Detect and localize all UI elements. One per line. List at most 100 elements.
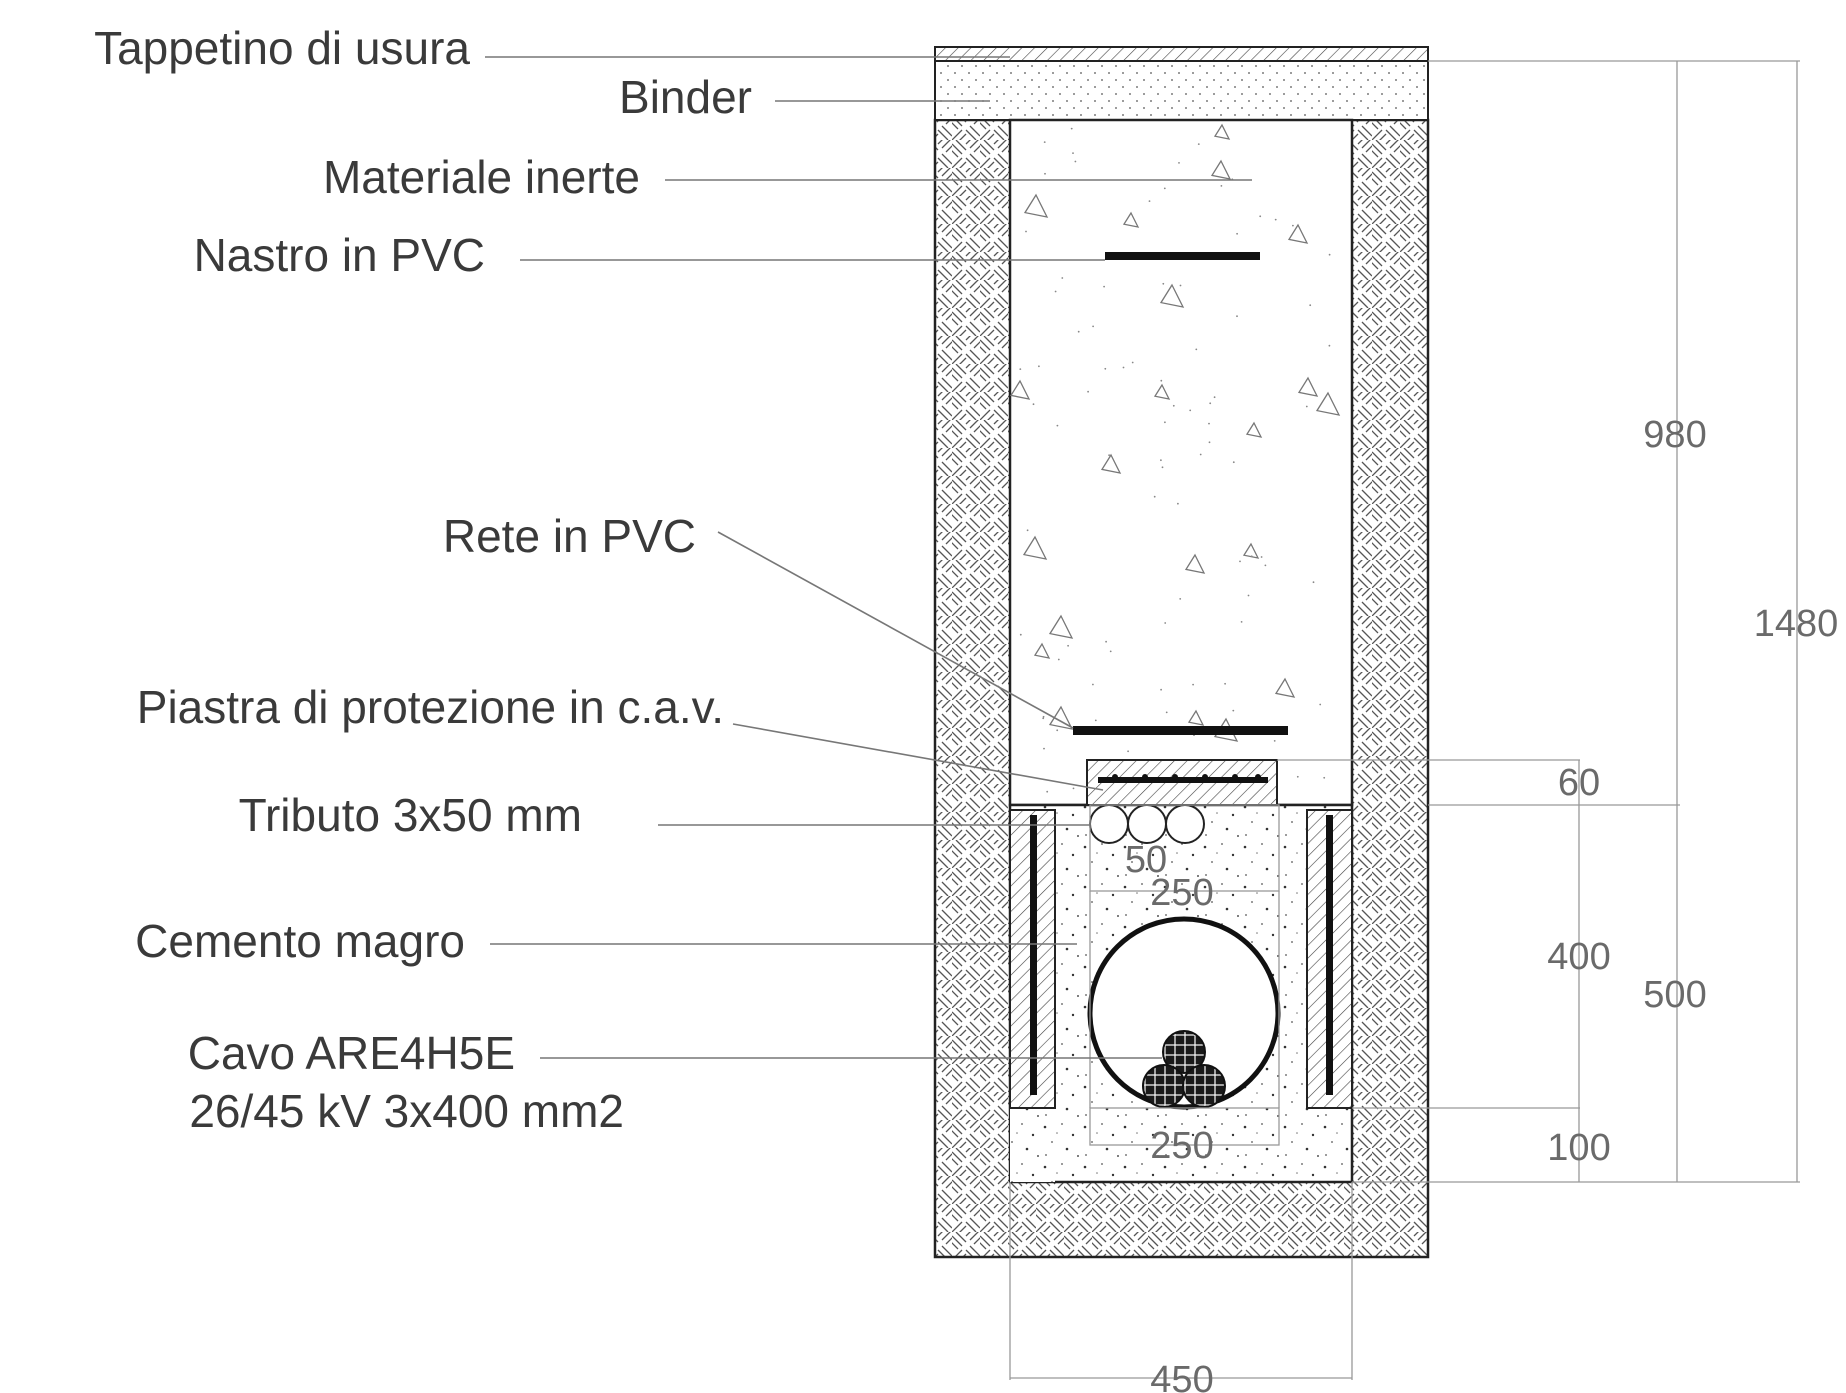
aggregate-speck	[1161, 466, 1164, 469]
binder-layer	[934, 60, 1429, 121]
aggregate-speck	[1164, 622, 1167, 624]
aggregate-triangle	[1048, 614, 1074, 639]
aggregate-triangle	[1022, 535, 1048, 560]
aggregate-speck	[1170, 285, 1173, 287]
aggregate-speck	[1072, 787, 1075, 790]
inert-material-fill	[1008, 118, 1354, 807]
aggregate-speck	[1305, 405, 1308, 408]
aggregate-speck	[1025, 230, 1027, 233]
aggregate-speck	[1319, 703, 1322, 706]
aggregate-speck	[1104, 367, 1107, 370]
side-rebar-left	[1030, 815, 1037, 1095]
aggregate-triangle	[1153, 383, 1171, 400]
aggregate-speck	[1273, 740, 1276, 742]
aggregate-speck	[1312, 581, 1315, 584]
aggregate-speck	[1094, 719, 1097, 722]
aggregate-speck	[1153, 495, 1156, 498]
aggregate-triangle	[1023, 193, 1049, 218]
aggregate-speck	[1260, 556, 1263, 558]
aggregate-triangle	[1122, 211, 1140, 228]
aggregate-triangle	[1213, 123, 1231, 140]
aggregate-speck	[1043, 141, 1046, 144]
aggregate-triangle	[1297, 376, 1319, 397]
aggregate-speck	[1122, 366, 1125, 369]
side-rebar-right	[1326, 815, 1333, 1095]
aggregate-speck	[1056, 729, 1059, 732]
aggregate-speck	[1247, 594, 1250, 597]
aggregate-speck	[1264, 564, 1267, 567]
aggregate-speck	[1042, 715, 1045, 718]
lean-concrete-step-left	[1010, 1108, 1055, 1182]
aggregate-speck	[1224, 682, 1226, 685]
aggregate-speck	[1074, 160, 1077, 163]
aggregate-speck	[1328, 253, 1331, 256]
aggregate-speck	[1026, 529, 1029, 532]
aggregate-speck	[1067, 644, 1069, 647]
aggregate-triangle	[1184, 553, 1206, 574]
aggregate-speck	[1250, 555, 1253, 558]
label-nastro-pvc: Nastro in PVC	[194, 229, 485, 281]
bottom-dimension-lines	[1009, 1182, 1353, 1380]
aggregate-speck	[1220, 185, 1223, 187]
aggregate-speck	[1209, 402, 1212, 405]
aggregate-speck	[1108, 454, 1110, 457]
aggregate-speck	[1164, 421, 1166, 424]
dim-1480: 1480	[1754, 603, 1839, 645]
aggregate-speck	[1092, 325, 1094, 328]
aggregate-speck	[1160, 379, 1163, 382]
aggregate-triangle	[1187, 709, 1205, 726]
aggregate-speck	[1213, 396, 1216, 399]
aggregate-speck	[1195, 348, 1198, 351]
aggregate-triangle	[1315, 391, 1341, 416]
dim-400: 400	[1547, 936, 1610, 978]
aggregate-speck	[1165, 711, 1168, 714]
aggregate-triangle	[1159, 283, 1185, 308]
aggregate-speck	[1077, 330, 1080, 333]
cable-trefoil	[1142, 1030, 1226, 1108]
aggregate-speck	[1056, 424, 1059, 427]
aggregate-speck	[1179, 284, 1182, 287]
pvc-net	[1073, 726, 1288, 735]
aggregate-speck	[1179, 598, 1182, 600]
wearing-course-layer	[934, 46, 1429, 62]
aggregate-speck	[1057, 658, 1060, 661]
aggregate-speck	[1274, 218, 1277, 221]
label-cavo-line1: Cavo ARE4H5E	[188, 1027, 515, 1079]
dim-250-top: 250	[1150, 872, 1213, 914]
inner-dimension-boxes	[1089, 804, 1280, 1146]
label-tributo: Tributo 3x50 mm	[239, 789, 582, 841]
aggregate-triangle	[1033, 642, 1051, 659]
aggregate-speck	[1296, 775, 1299, 778]
aggregate-speck	[1292, 224, 1294, 227]
aggregate-speck	[1172, 404, 1175, 407]
aggregate-triangle	[1245, 421, 1263, 438]
dim-250-bottom: 250	[1150, 1125, 1213, 1167]
aggregate-speck	[1148, 200, 1151, 203]
aggregate-speck	[1070, 127, 1073, 130]
aggregate-speck	[1103, 285, 1105, 288]
aggregate-triangle	[1210, 159, 1232, 180]
aggregate-triangle	[1100, 453, 1122, 474]
aggregate-speck	[1160, 688, 1162, 691]
aggregate-speck	[1192, 683, 1194, 686]
dim-60: 60	[1558, 762, 1600, 804]
dim-980: 980	[1643, 414, 1706, 456]
aggregate-speck	[1232, 461, 1235, 464]
aggregate-triangle	[1287, 223, 1309, 244]
dim-50: 50	[1125, 839, 1167, 881]
label-cavo-line2: 26/45 kV 3x400 mm2	[189, 1085, 624, 1137]
aggregate-speck	[1259, 215, 1262, 218]
aggregate-speck	[1032, 403, 1035, 406]
aggregate-speck	[1240, 621, 1243, 623]
aggregate-speck	[1019, 633, 1022, 636]
aggregate-speck	[1178, 162, 1180, 164]
aggregate-speck	[1061, 277, 1064, 279]
aggregate-triangle	[1009, 379, 1031, 400]
dim-450: 450	[1150, 1359, 1213, 1393]
aggregate-speck	[1177, 502, 1179, 505]
aggregate-speck	[1199, 453, 1202, 456]
tritube-pipes	[1089, 804, 1205, 844]
dim-100: 100	[1547, 1127, 1610, 1169]
aggregate-speck	[1197, 143, 1200, 146]
aggregate-speck	[1072, 152, 1074, 155]
